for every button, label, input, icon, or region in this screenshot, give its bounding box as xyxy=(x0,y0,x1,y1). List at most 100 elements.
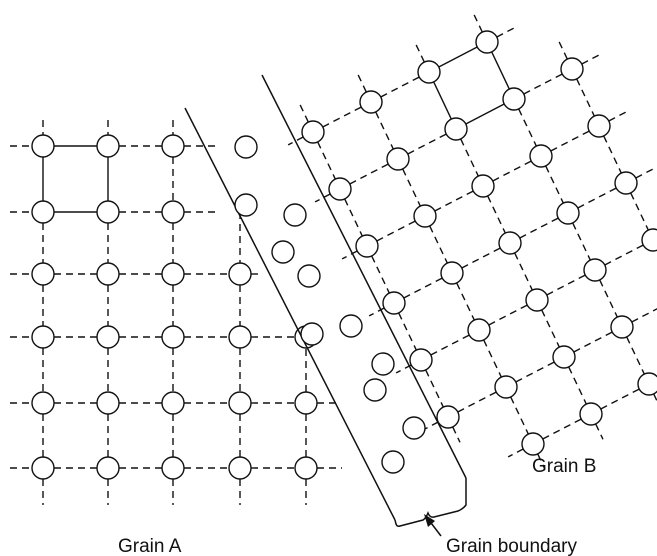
grain-b-atom xyxy=(587,114,611,138)
grain-b-atom xyxy=(436,405,460,429)
grain-b-bond xyxy=(433,81,452,120)
boundary-atom xyxy=(297,264,321,288)
grain-a-atom xyxy=(294,391,318,415)
grain-a-atom xyxy=(161,200,185,224)
grain-a-atom xyxy=(161,325,185,349)
grain-b-bond xyxy=(510,396,529,435)
grain-b-bond xyxy=(287,136,304,146)
grain-b-bond xyxy=(483,339,502,378)
grain-a-lattice xyxy=(10,120,342,505)
grain-b-bond xyxy=(341,250,358,260)
grain-b-lattice xyxy=(287,14,657,470)
grain-b-bond xyxy=(415,44,425,63)
grain-b-atom xyxy=(471,174,495,198)
boundary-atom xyxy=(381,450,405,474)
grain-b-bond xyxy=(456,282,475,321)
grain-b-bond xyxy=(438,46,478,68)
grain-b-bond xyxy=(581,53,601,65)
boundary-arrow xyxy=(424,514,442,537)
grain-a-atom xyxy=(228,391,252,415)
grain-b-bond xyxy=(576,78,595,117)
grain-b-bond xyxy=(492,160,532,182)
grain-a-atom xyxy=(96,325,120,349)
boundary-atom xyxy=(300,322,324,346)
grain-b-bond xyxy=(496,26,516,38)
boundary-atom xyxy=(363,378,387,402)
grain-a-atom xyxy=(228,262,252,286)
grain-b-bond xyxy=(488,304,528,326)
grain-b-bond xyxy=(371,255,390,294)
grain-a-atom xyxy=(161,134,185,158)
grain-b-bond xyxy=(600,388,640,410)
grain-b-bond xyxy=(402,168,421,207)
grain-b-bond xyxy=(368,307,385,317)
grain-b-bond xyxy=(572,222,591,261)
grain-b-atom xyxy=(641,228,657,252)
grain-b-bond xyxy=(541,309,560,348)
grain-b-bond xyxy=(603,135,622,174)
grain-b-bond xyxy=(299,104,309,123)
grain-b-bond xyxy=(550,130,590,152)
grain-b-bond xyxy=(573,331,613,353)
grain-a-atom xyxy=(161,391,185,415)
grain-b-atom xyxy=(610,315,634,339)
grain-b-atom xyxy=(301,120,325,144)
grain-b-atom xyxy=(556,201,580,225)
grain-b-bond xyxy=(630,192,649,231)
grain-b-bond xyxy=(403,277,443,299)
grain-a-atom xyxy=(31,262,55,286)
grain-b-bond xyxy=(491,51,510,90)
grain-b-bond xyxy=(515,361,555,383)
grain-b-bond xyxy=(537,453,546,470)
grain-b-bond xyxy=(357,74,367,93)
grain-b-bond xyxy=(425,369,444,408)
boundary-atom xyxy=(234,135,258,159)
grain-a-atom xyxy=(31,200,55,224)
boundary-right-line xyxy=(261,74,467,479)
grain-a-atom xyxy=(96,200,120,224)
boundary-atom xyxy=(371,352,395,376)
boundary-atom xyxy=(339,314,363,338)
grain-b-atom xyxy=(552,345,576,369)
grain-b-atom xyxy=(529,144,553,168)
grain-b-bond xyxy=(631,308,657,323)
grain-boundary-label: Grain boundary xyxy=(446,536,577,556)
grain-b-atom xyxy=(475,30,499,54)
grain-b-bond xyxy=(546,274,586,296)
grain-b-bond xyxy=(608,110,628,122)
grain-b-bond xyxy=(461,247,501,269)
grain-a-atom xyxy=(31,391,55,415)
grain-b-bond xyxy=(460,138,479,177)
boundary-left-line xyxy=(184,107,396,521)
grain-b-bond xyxy=(518,108,537,147)
grain-b-bond xyxy=(317,141,336,180)
grain-b-label: Grain B xyxy=(532,456,596,477)
grain-b-bond xyxy=(375,111,394,150)
grain-b-bond xyxy=(380,76,420,98)
grain-b-bond xyxy=(577,187,617,209)
grain-b-atom xyxy=(386,147,410,171)
grain-a-atom xyxy=(96,456,120,480)
grain-b-bond xyxy=(604,244,644,266)
grain-b-bond xyxy=(487,195,506,234)
grain-b-bond xyxy=(507,448,524,458)
grain-a-atom xyxy=(228,325,252,349)
grain-b-bond xyxy=(599,279,618,318)
grain-b-bond xyxy=(653,393,657,403)
grain-b-bond xyxy=(514,252,533,291)
grain-a-atom xyxy=(31,325,55,349)
grain-b-atom xyxy=(502,87,526,111)
grain-b-bond xyxy=(635,167,655,179)
grain-a-atom xyxy=(31,134,55,158)
grain-a-atom xyxy=(294,456,318,480)
grain-b-atom xyxy=(560,57,584,81)
grain-a-atom xyxy=(161,262,185,286)
grain-b-bond xyxy=(452,426,461,443)
grain-b-atom xyxy=(467,318,491,342)
grain-a-atom xyxy=(96,134,120,158)
grain-a-atom xyxy=(31,456,55,480)
arrow-head xyxy=(424,514,435,527)
grain-b-bond xyxy=(542,418,582,440)
grain-b-bond xyxy=(545,165,564,204)
grain-b-bond xyxy=(430,334,470,356)
